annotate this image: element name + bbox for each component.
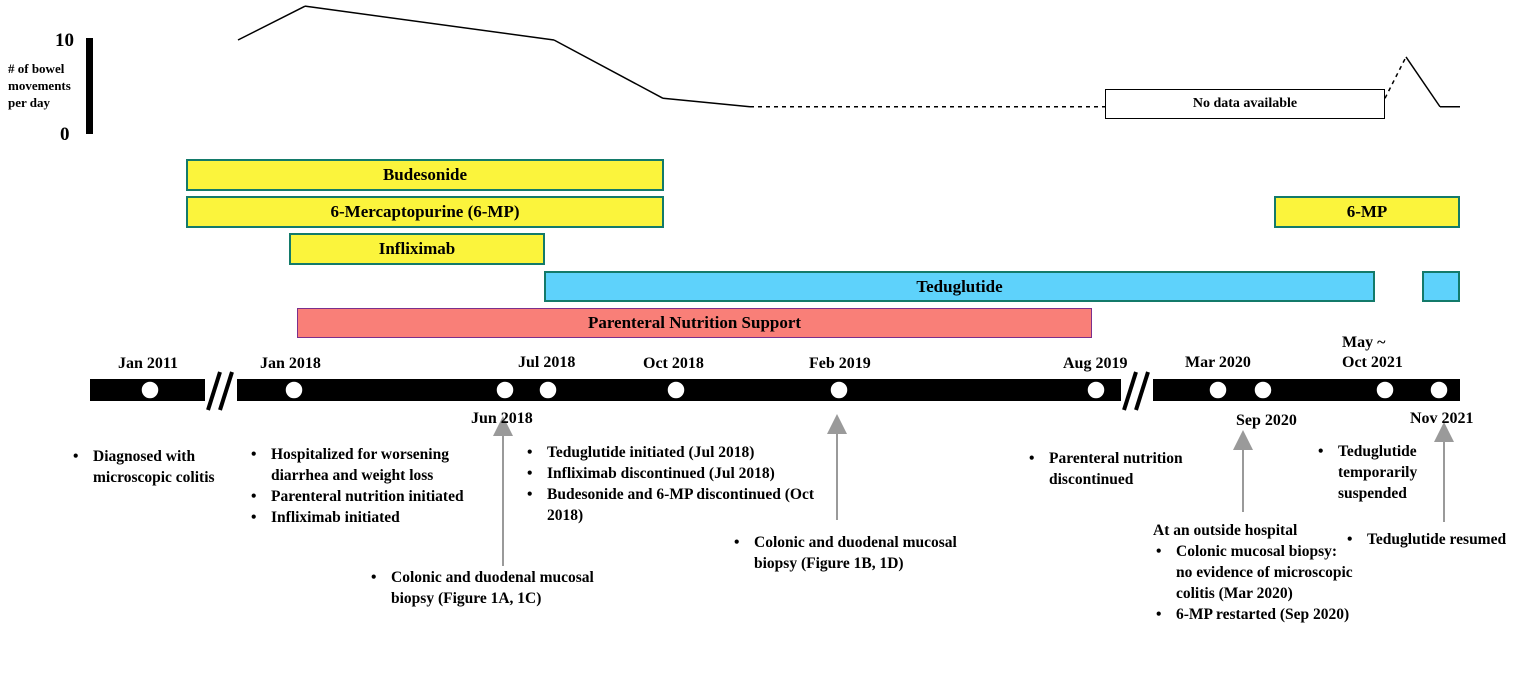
annotation-item: Colonic and duodenal mucosal biopsy (Fig…: [731, 532, 1001, 574]
y-axis-title: # of bowel movements per day: [8, 61, 71, 110]
annotation-item: Hospitalized for worsening diarrhea and …: [248, 444, 488, 486]
date-oct-2018: Oct 2018: [643, 355, 704, 372]
bar-parenteral-nutrition: Parenteral Nutrition Support: [297, 308, 1092, 338]
marker-jan-2011: [140, 380, 160, 400]
axis-break-right: [1121, 366, 1153, 414]
annotation-header: At an outside hospital: [1153, 522, 1298, 539]
annotation-outside-hospital: At an outside hospital Colonic mucosal b…: [1153, 520, 1353, 625]
annotation-item: Parenteral nutrition initiated: [248, 486, 488, 507]
trend-segment: [1384, 56, 1407, 99]
date-oct-2021: Oct 2021: [1342, 354, 1403, 371]
axis-break-left: [205, 366, 237, 414]
date-jan-2018: Jan 2018: [260, 355, 321, 372]
annotation-item: Infliximab discontinued (Jul 2018): [524, 463, 834, 484]
trend-segment: [304, 5, 555, 41]
annotation-item: Budesonide and 6-MP discontinued (Oct 20…: [524, 484, 834, 526]
bar-6-mercaptopurine: 6-Mercaptopurine (6-MP): [186, 196, 664, 228]
marker-mar-2020: [1208, 380, 1228, 400]
date-nov-2021: Nov 2021: [1410, 410, 1474, 427]
marker-aug-2019: [1086, 380, 1106, 400]
trend-segment: [553, 39, 664, 99]
date-feb-2019: Feb 2019: [809, 355, 871, 372]
date-aug-2019: Aug 2019: [1063, 355, 1128, 372]
bowel-movement-lines: [237, 5, 1460, 108]
marker-feb-2019: [829, 380, 849, 400]
bar-teduglutide: Teduglutide: [544, 271, 1375, 302]
annotation-item: Colonic and duodenal mucosal biopsy (Fig…: [368, 567, 638, 609]
date-jun-2018: Jun 2018: [471, 410, 533, 427]
marker-nov-2021: [1429, 380, 1449, 400]
y-axis-min-label: 0: [60, 124, 70, 145]
annotation-item: 6-MP restarted (Sep 2020): [1153, 604, 1353, 625]
annotation-biopsy-jun-2018: Colonic and duodenal mucosal biopsy (Fig…: [368, 567, 638, 609]
marker-jul-2018: [538, 380, 558, 400]
no-data-box: No data available: [1105, 89, 1385, 119]
annotation-item: Diagnosed with microscopic colitis: [70, 446, 230, 488]
trend-segment: [662, 97, 751, 108]
bar-teduglutide-resumed: [1422, 271, 1460, 302]
bar-infliximab: Infliximab: [289, 233, 545, 265]
annotation-teduglutide-resumed: Teduglutide resumed: [1344, 529, 1535, 550]
annotation-item: Parenteral nutrition discontinued: [1026, 448, 1226, 490]
y-axis-bar: [86, 38, 93, 134]
annotation-jul-oct-2018: Teduglutide initiated (Jul 2018) Inflixi…: [524, 442, 834, 526]
annotation-pn-discontinued: Parenteral nutrition discontinued: [1026, 448, 1226, 490]
marker-jun-2018: [495, 380, 515, 400]
date-jul-2018: Jul 2018: [518, 354, 576, 371]
annotation-hospitalization: Hospitalized for worsening diarrhea and …: [248, 444, 488, 528]
trend-segment: [1405, 56, 1441, 108]
timeline-bar: [90, 379, 1460, 401]
marker-oct-2021: [1375, 380, 1395, 400]
marker-sep-2020: [1253, 380, 1273, 400]
marker-oct-2018: [666, 380, 686, 400]
annotation-item: Infliximab initiated: [248, 507, 488, 528]
y-axis-max-label: 10: [55, 30, 74, 51]
bar-6-mp-restart: 6-MP: [1274, 196, 1460, 228]
bar-budesonide: Budesonide: [186, 159, 664, 191]
trend-segment: [237, 5, 306, 41]
date-may: May ~: [1342, 334, 1386, 351]
date-jan-2011: Jan 2011: [118, 355, 179, 372]
annotation-teduglutide-suspended: Teduglutide temporarily suspended: [1315, 441, 1445, 504]
annotation-item: Teduglutide resumed: [1344, 529, 1535, 550]
marker-jan-2018: [284, 380, 304, 400]
annotation-diagnosis: Diagnosed with microscopic colitis: [70, 446, 230, 488]
annotation-item: Teduglutide temporarily suspended: [1315, 441, 1445, 504]
date-sep-2020: Sep 2020: [1236, 412, 1297, 429]
annotation-biopsy-feb-2019: Colonic and duodenal mucosal biopsy (Fig…: [731, 532, 1001, 574]
annotation-item: Teduglutide initiated (Jul 2018): [524, 442, 834, 463]
annotation-item: Colonic mucosal biopsy: no evidence of m…: [1153, 541, 1353, 604]
date-mar-2020: Mar 2020: [1185, 354, 1251, 371]
